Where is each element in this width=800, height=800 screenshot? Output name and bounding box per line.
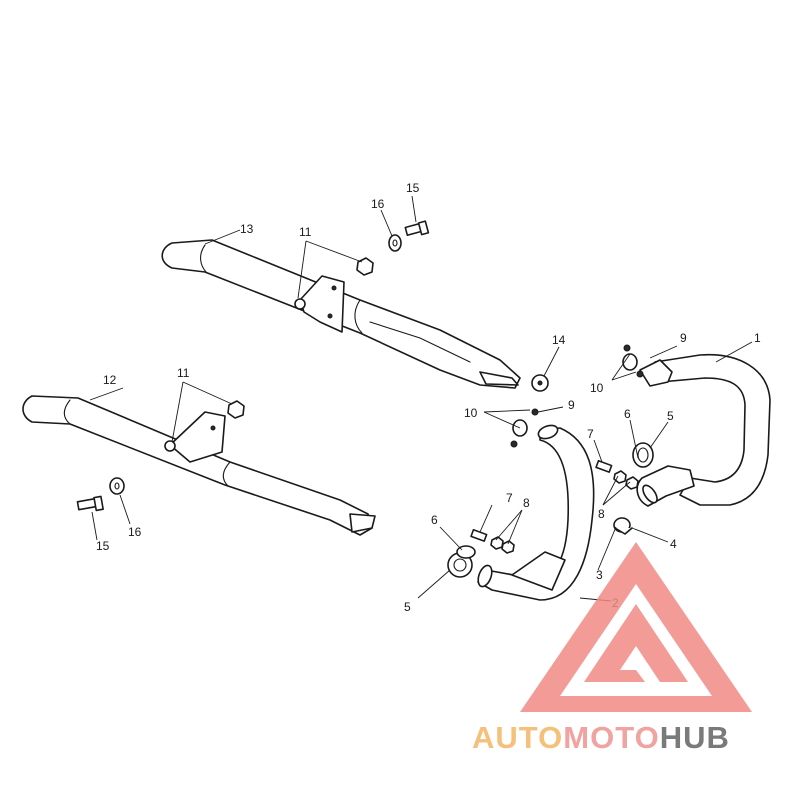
callout-8-right: 8: [598, 507, 605, 521]
callout-10-left: 10: [464, 406, 478, 420]
bolt-7-left: [470, 528, 488, 542]
callout-3: 3: [596, 568, 603, 582]
gasket-10-right: [622, 344, 644, 378]
watermark-hub: HUB: [660, 720, 730, 755]
clamp-5-right: [632, 442, 654, 468]
nuts-8-left: [490, 536, 515, 554]
callout-10-right: 10: [590, 381, 604, 395]
upper-silencer: [161, 239, 521, 389]
callout-5-left: 5: [404, 600, 411, 614]
callout-9-right: 9: [680, 331, 687, 345]
watermark-moto: MOTO: [563, 720, 659, 755]
callout-6-right: 6: [624, 407, 631, 421]
callout-labels: 1 2 3 4 5 5 6 6 7 7 8 8 9 9 10 10 11 11 …: [96, 181, 761, 614]
callout-7-left: 7: [506, 491, 513, 505]
callout-9-left: 9: [568, 398, 575, 412]
washer-16-lower: [109, 477, 125, 495]
callout-8-left: 8: [523, 496, 530, 510]
watermark-text: AUTOMOTOHUB: [472, 720, 730, 755]
svg-text:AUTOMOTOHUB: AUTOMOTOHUB: [472, 720, 730, 755]
nuts-8-right: [613, 470, 639, 490]
lower-silencer: [22, 395, 376, 536]
washer-16-upper: [388, 234, 402, 252]
callout-16-upper: 16: [371, 197, 385, 211]
gasket-10-left: [510, 408, 539, 448]
callout-11-lower: 11: [177, 366, 190, 380]
callout-14: 14: [552, 333, 566, 347]
nut-11-lower: [227, 400, 245, 419]
bolt-7-right: [595, 459, 613, 473]
bolt-15-upper: [404, 220, 430, 236]
leader-lines: [89, 195, 753, 602]
callout-7-right: 7: [587, 427, 594, 441]
callout-6-left: 6: [431, 513, 438, 527]
nut-11-upper: [356, 257, 374, 276]
bolt-15-lower: [76, 495, 104, 512]
callout-12: 12: [103, 373, 117, 387]
watermark-logo-icon: [520, 542, 752, 712]
callout-15-upper: 15: [406, 181, 420, 195]
header-pipe-1: [636, 353, 771, 507]
washer-14: [531, 374, 549, 392]
callout-1: 1: [754, 331, 761, 345]
bracket-4: [613, 517, 633, 535]
callout-5-right: 5: [667, 409, 674, 423]
watermark-auto: AUTO: [472, 720, 563, 755]
header-pipe-2: [477, 424, 595, 601]
callout-15-lower: 15: [96, 539, 110, 553]
callout-11-upper: 11: [299, 225, 312, 239]
callout-4: 4: [670, 537, 677, 551]
callout-16-lower: 16: [128, 525, 142, 539]
callout-13: 13: [240, 222, 254, 236]
